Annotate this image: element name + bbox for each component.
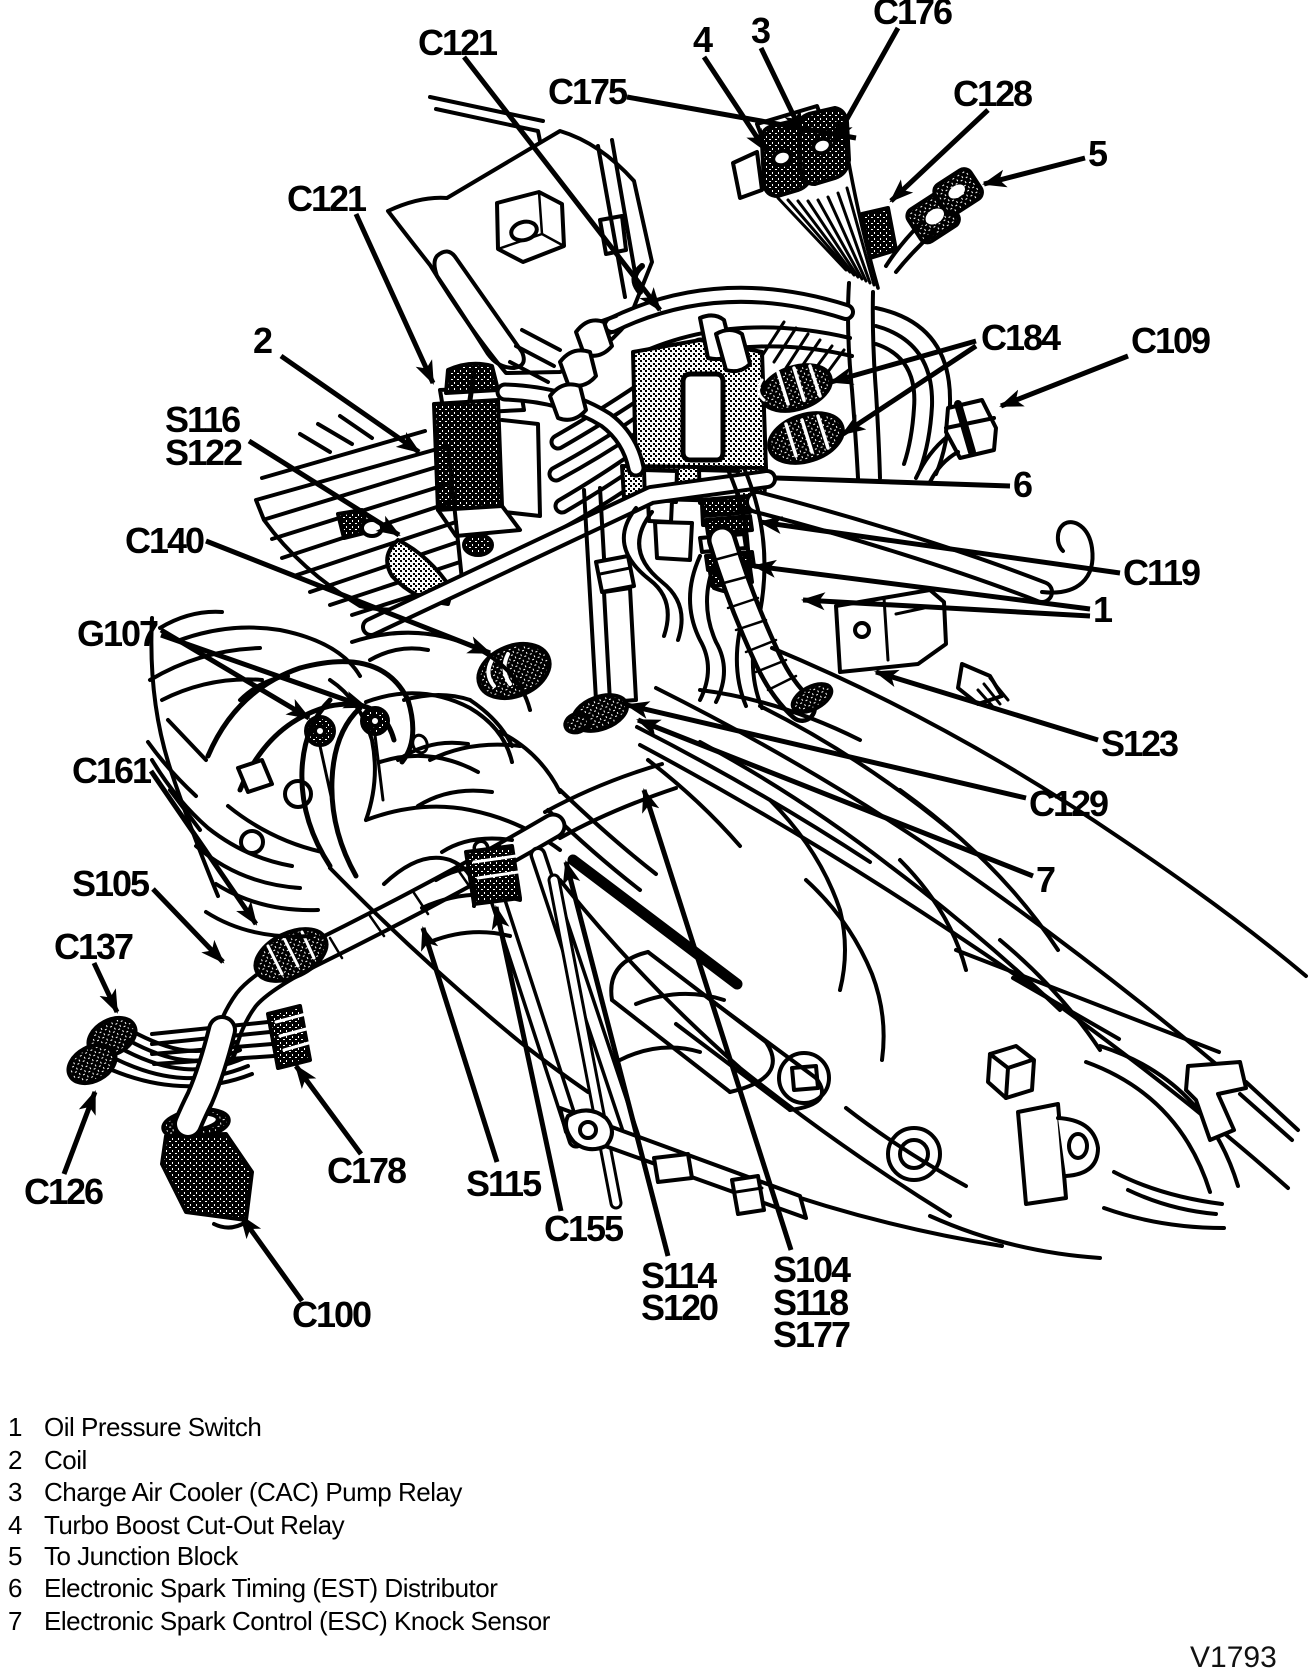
svg-text:S104: S104 (773, 1249, 851, 1290)
svg-text:3: 3 (751, 10, 770, 51)
svg-text:C128: C128 (953, 73, 1032, 114)
svg-text:6: 6 (1013, 464, 1032, 505)
svg-text:Oil Pressure Switch: Oil Pressure Switch (44, 1412, 261, 1442)
svg-text:C161: C161 (72, 750, 152, 791)
svg-text:To Junction Block: To Junction Block (44, 1541, 239, 1571)
svg-text:4: 4 (8, 1510, 22, 1540)
svg-text:Electronic Spark Control (ESC): Electronic Spark Control (ESC) Knock Sen… (44, 1606, 551, 1636)
svg-text:S120: S120 (641, 1287, 718, 1328)
svg-text:G107: G107 (77, 613, 158, 654)
svg-text:S115: S115 (466, 1163, 542, 1204)
svg-text:C109: C109 (1131, 320, 1210, 361)
svg-text:Electronic Spark Timing (EST): Electronic Spark Timing (EST) Distributo… (44, 1573, 498, 1603)
svg-text:S177: S177 (773, 1314, 850, 1355)
svg-text:C176: C176 (873, 0, 952, 32)
svg-text:C140: C140 (125, 520, 204, 561)
svg-text:7: 7 (8, 1606, 22, 1636)
svg-text:1: 1 (8, 1412, 22, 1442)
svg-text:C121: C121 (418, 22, 498, 63)
svg-text:C126: C126 (24, 1171, 103, 1212)
svg-text:V1793: V1793 (1190, 1641, 1277, 1670)
svg-text:4: 4 (693, 19, 713, 60)
svg-text:5: 5 (8, 1541, 22, 1571)
svg-text:2: 2 (8, 1445, 22, 1475)
svg-text:C129: C129 (1029, 783, 1108, 824)
svg-text:6: 6 (8, 1573, 22, 1603)
svg-text:2: 2 (253, 320, 272, 361)
svg-text:C119: C119 (1123, 552, 1200, 593)
svg-text:C100: C100 (292, 1294, 371, 1335)
svg-text:C178: C178 (327, 1150, 406, 1191)
svg-text:Charge Air Cooler (CAC) Pump R: Charge Air Cooler (CAC) Pump Relay (44, 1477, 462, 1507)
svg-text:S114: S114 (641, 1255, 717, 1296)
svg-text:Turbo Boost Cut-Out Relay: Turbo Boost Cut-Out Relay (44, 1510, 345, 1540)
svg-text:5: 5 (1088, 133, 1108, 174)
svg-text:7: 7 (1036, 859, 1055, 900)
svg-text:1: 1 (1093, 589, 1113, 630)
svg-text:C137: C137 (54, 926, 133, 967)
svg-text:Coil: Coil (44, 1445, 87, 1475)
svg-text:C121: C121 (287, 178, 367, 219)
svg-text:S118: S118 (773, 1282, 848, 1323)
svg-text:3: 3 (8, 1477, 22, 1507)
svg-text:C155: C155 (544, 1208, 624, 1249)
svg-text:C184: C184 (981, 317, 1061, 358)
svg-text:S122: S122 (165, 432, 242, 473)
svg-text:S105: S105 (72, 863, 150, 904)
svg-text:C175: C175 (548, 71, 628, 112)
svg-text:S123: S123 (1101, 723, 1178, 764)
svg-text:S116: S116 (165, 399, 240, 440)
